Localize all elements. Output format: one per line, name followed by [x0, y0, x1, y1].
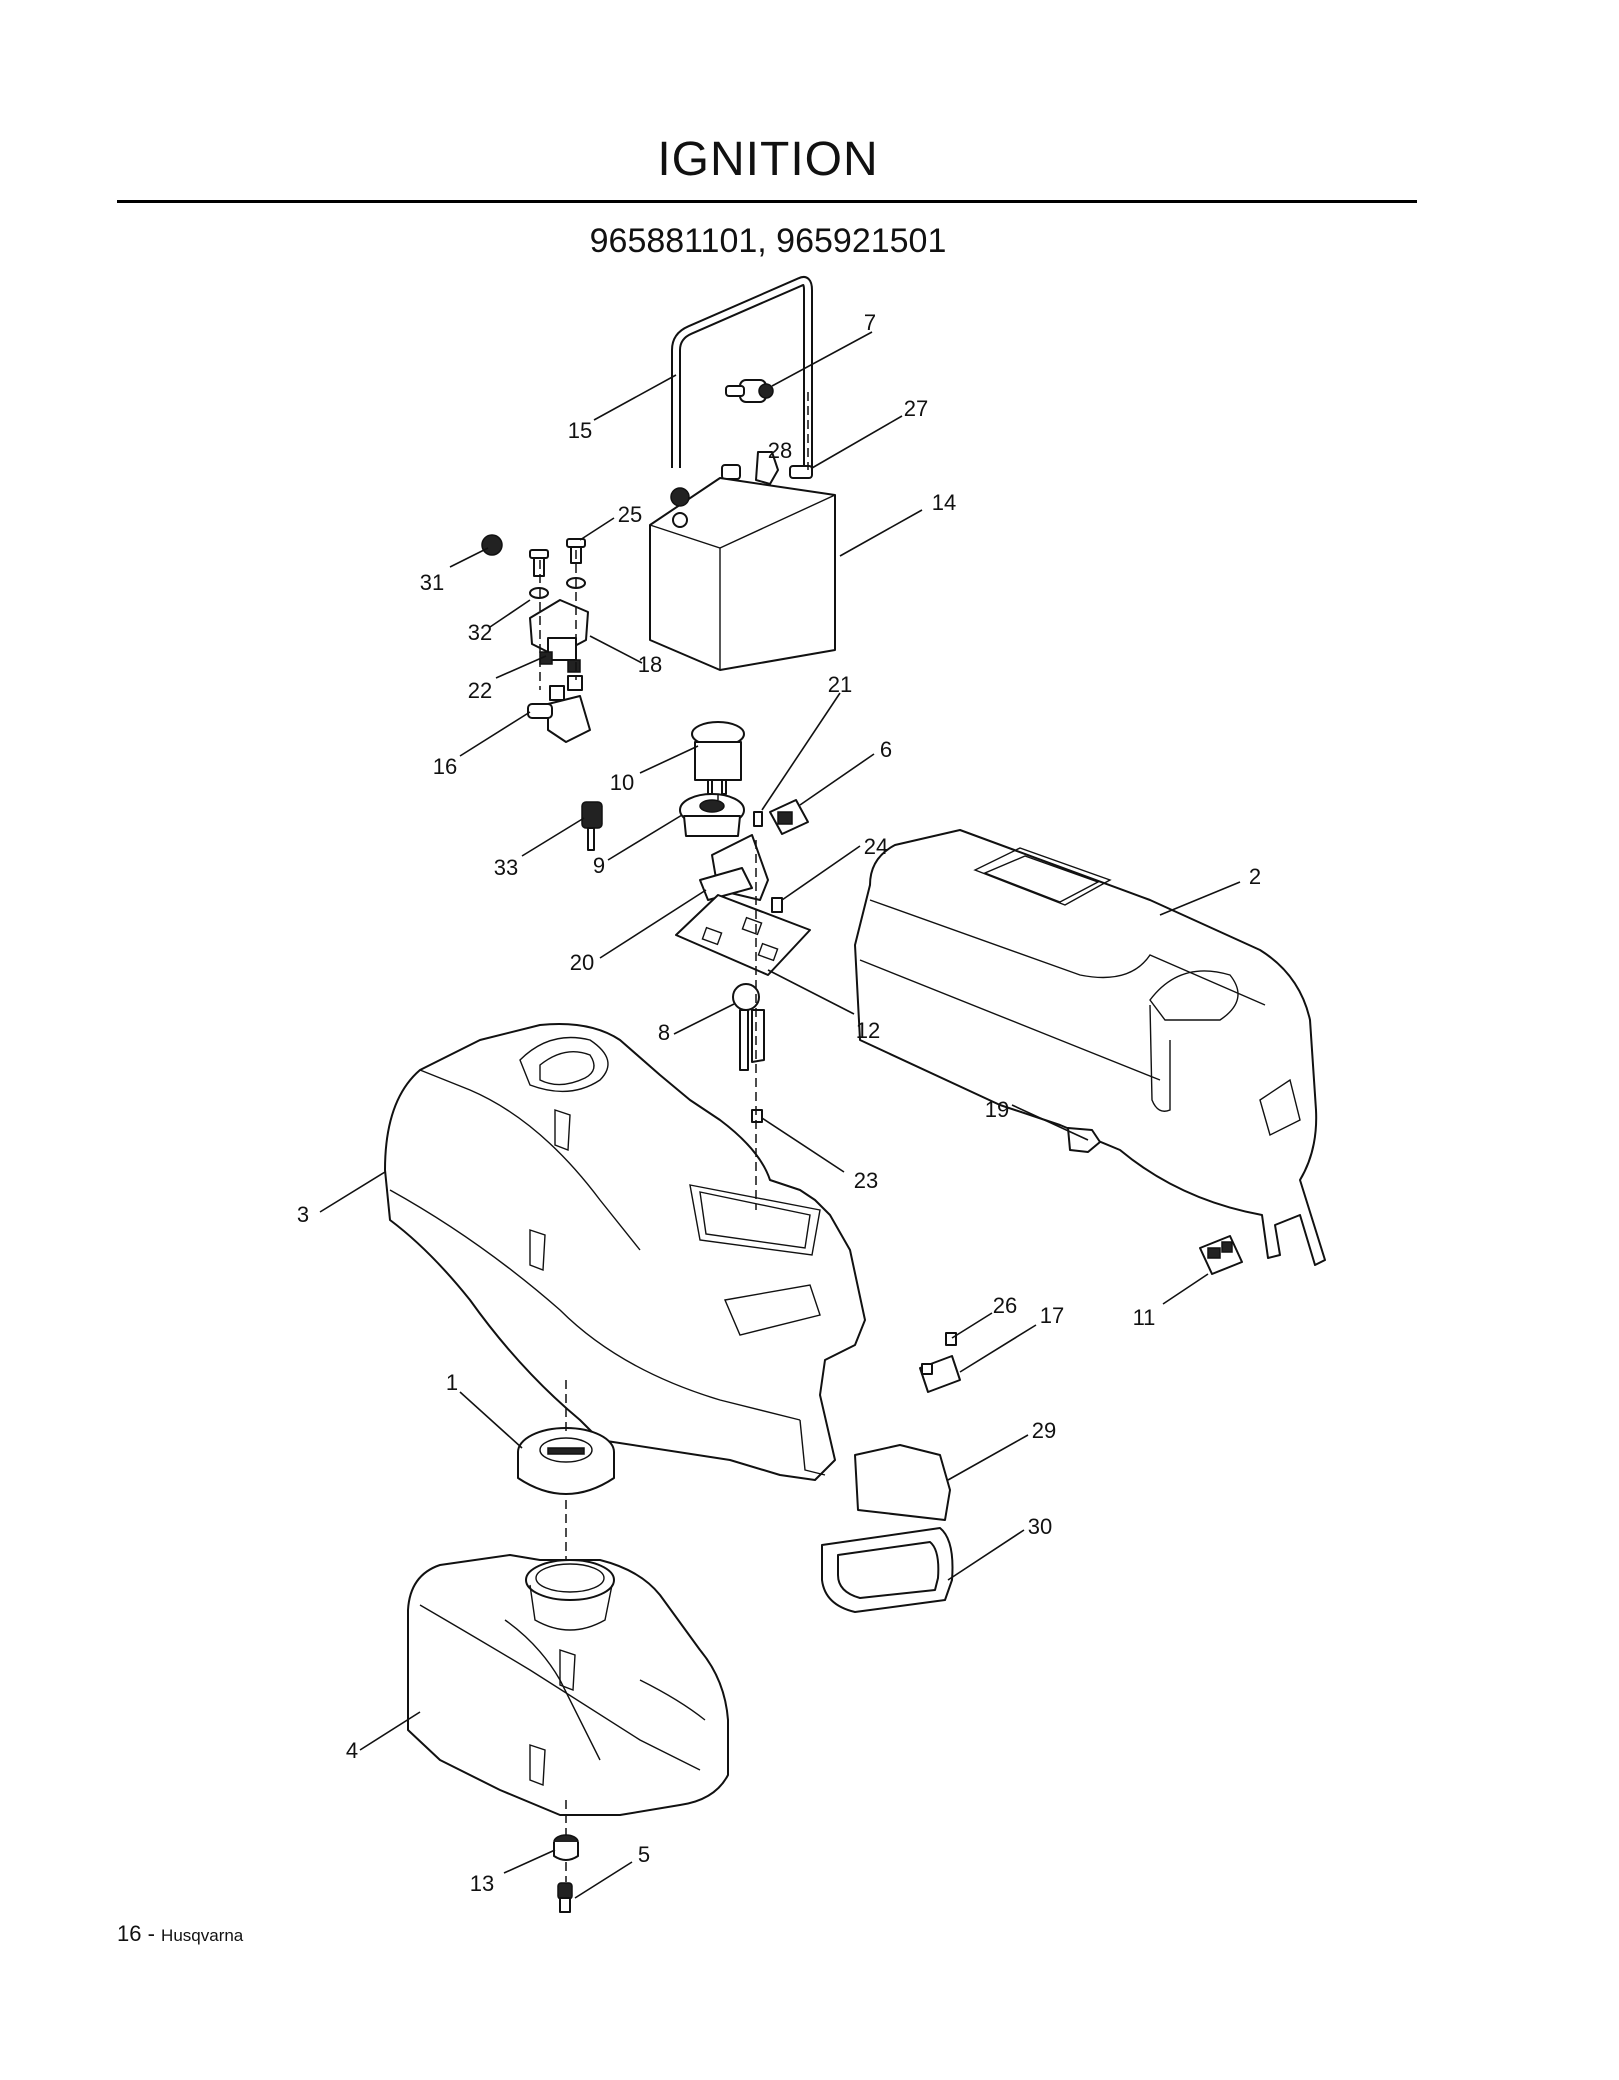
bezel-frame [821, 1527, 954, 1613]
tank-fittings [553, 1834, 579, 1913]
callout-19: 19 [985, 1097, 1009, 1122]
callout-22: 22 [468, 678, 492, 703]
relay [1199, 1235, 1243, 1275]
callout-17: 17 [1040, 1303, 1064, 1328]
callout-2: 2 [1249, 864, 1261, 889]
rear-body-panel [854, 829, 1326, 1266]
callout-27: 27 [904, 396, 928, 421]
callout-10: 10 [610, 770, 634, 795]
battery-clamp [725, 379, 774, 403]
callout-26: 26 [993, 1293, 1017, 1318]
fuel-cap [517, 1427, 615, 1495]
callout-1: 1 [446, 1370, 458, 1395]
callout-5: 5 [638, 1842, 650, 1867]
callout-labels: 1 2 3 4 5 6 7 8 9 10 11 12 13 14 15 16 1… [297, 310, 1261, 1896]
callout-9: 9 [593, 853, 605, 878]
seat-switch [769, 799, 809, 835]
ignition-key [581, 801, 603, 851]
switch-nut [679, 793, 745, 837]
page-number: 16 [117, 1921, 142, 1946]
switch-bracket [699, 834, 769, 901]
callout-14: 14 [932, 490, 956, 515]
starter-solenoid-assembly [481, 534, 591, 743]
callout-23: 23 [854, 1168, 878, 1193]
model-numbers: 965881101, 965921501 [589, 222, 947, 260]
callout-13: 13 [470, 1871, 494, 1896]
battery-hold-down-rod [671, 276, 813, 470]
battery [649, 477, 836, 671]
page-title: IGNITION [657, 133, 879, 186]
callout-7: 7 [864, 310, 876, 335]
callout-31: 31 [420, 570, 444, 595]
callout-21: 21 [828, 672, 852, 697]
callout-16: 16 [433, 754, 457, 779]
footer-separator: - [141, 1921, 162, 1946]
battery-terminal-hardware [721, 451, 813, 485]
callout-leader-lines [319, 331, 1241, 1899]
callout-25: 25 [618, 502, 642, 527]
assembly-alignment-lines [539, 392, 809, 1882]
access-cover [854, 1444, 951, 1521]
mounting-plate [675, 894, 811, 976]
callout-29: 29 [1032, 1418, 1056, 1443]
page-footer: 16 - Husqvarna [117, 1921, 243, 1947]
callout-18: 18 [638, 652, 662, 677]
callout-33: 33 [494, 855, 518, 880]
callout-32: 32 [468, 620, 492, 645]
callout-11: 11 [1133, 1305, 1156, 1330]
callout-20: 20 [570, 950, 594, 975]
callout-3: 3 [297, 1202, 309, 1227]
footer-brand: Husqvarna [161, 1926, 244, 1945]
callout-8: 8 [658, 1020, 670, 1045]
callout-28: 28 [768, 438, 792, 463]
callout-4: 4 [346, 1738, 358, 1763]
callout-15: 15 [568, 418, 592, 443]
callout-12: 12 [856, 1018, 880, 1043]
front-console-cover [384, 1023, 866, 1481]
title-rule [117, 200, 1417, 203]
callout-6: 6 [880, 737, 892, 762]
throttle-lever [732, 983, 765, 1071]
fuel-tank [407, 1554, 729, 1816]
ignition-switch [691, 721, 745, 795]
callout-24: 24 [864, 834, 888, 859]
callout-30: 30 [1028, 1514, 1052, 1539]
interlock-switch [919, 1355, 961, 1393]
